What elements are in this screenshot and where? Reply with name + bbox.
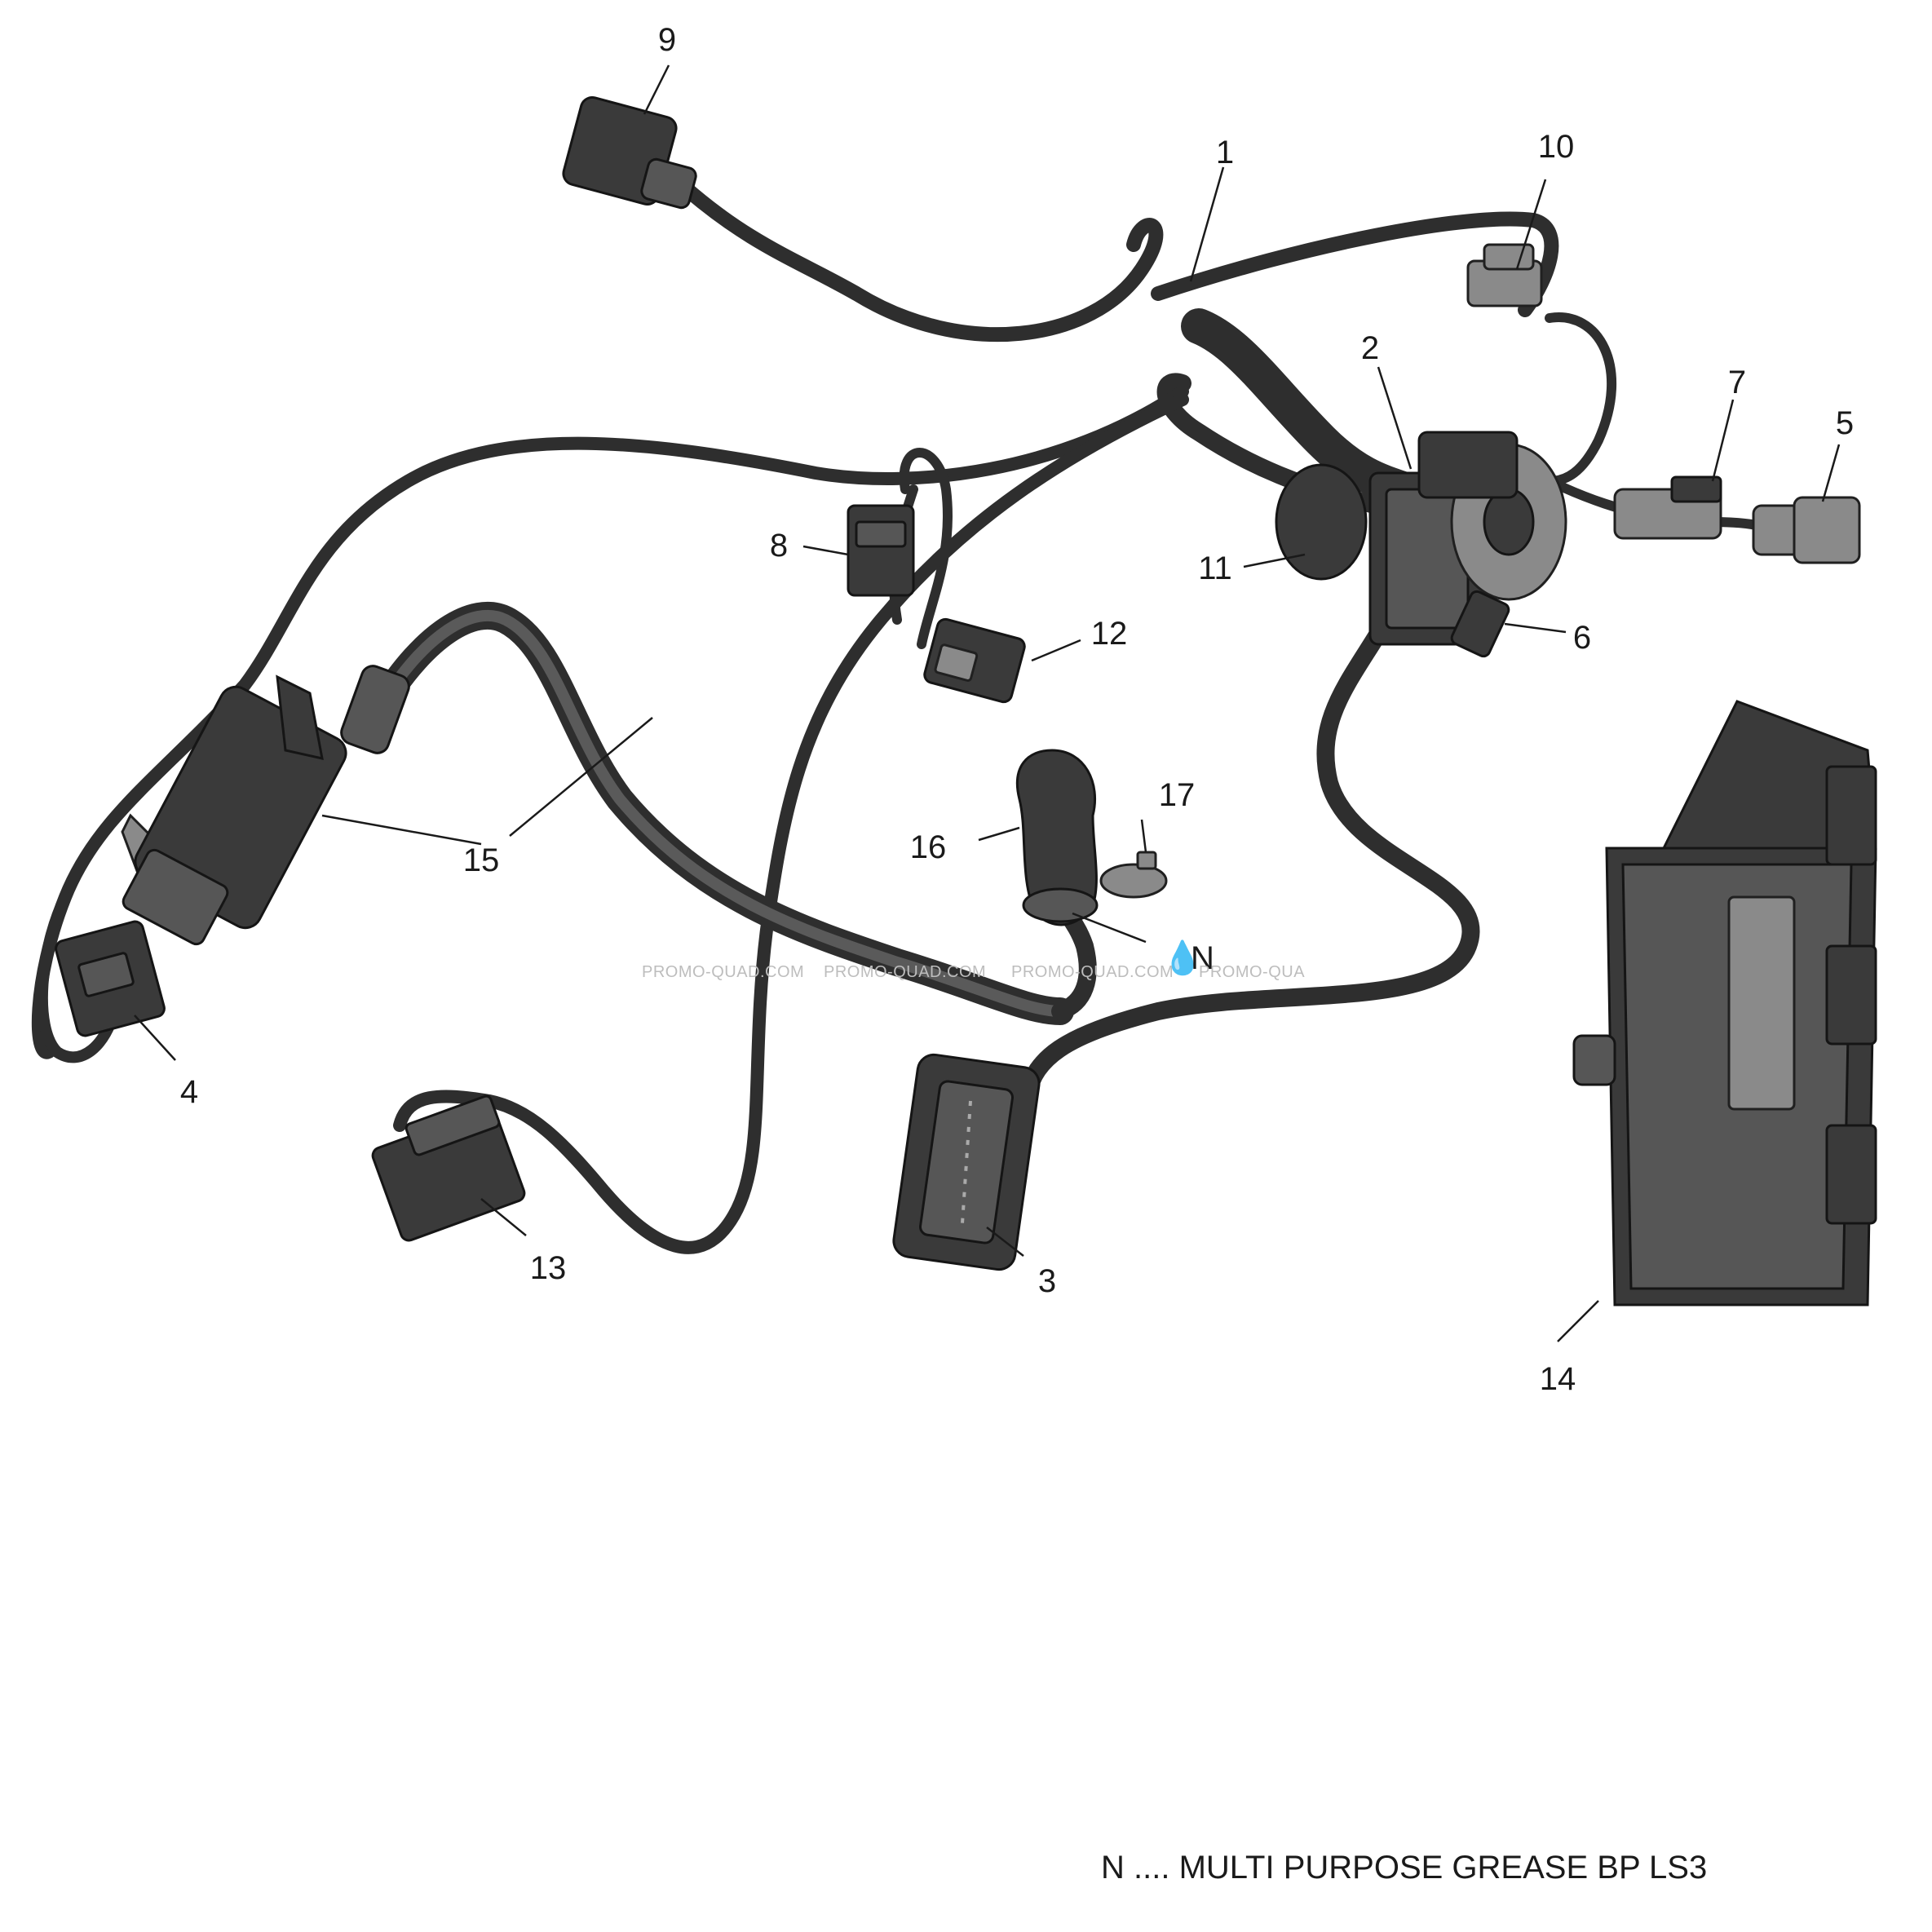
callout-17: 17 xyxy=(1159,777,1196,813)
callout-1: 1 xyxy=(1216,135,1234,170)
connector-5 xyxy=(1752,496,1861,564)
multi-pin-connector-2 xyxy=(1275,431,1567,646)
leader-lines xyxy=(134,64,1841,1342)
callout-5: 5 xyxy=(1836,405,1854,441)
connector-9 xyxy=(562,95,697,210)
watermarks: PROMO-QUAD.COM PROMO-QUAD.COM PROMO-QUAD… xyxy=(642,963,1305,981)
connector-10 xyxy=(1466,243,1543,307)
grease-marker-label: N xyxy=(1191,940,1214,976)
connector-4 xyxy=(55,920,166,1037)
footer-note: N .... MULTI PURPOSE GREASE BP LS3 xyxy=(1101,1850,1708,1886)
callout-10: 10 xyxy=(1538,129,1575,165)
watermark: PROMO-QUAD.COM xyxy=(642,963,804,981)
callout-14: 14 xyxy=(1540,1361,1576,1397)
callout-13: 13 xyxy=(530,1250,567,1286)
callout-3: 3 xyxy=(1038,1263,1056,1299)
callout-4: 4 xyxy=(180,1074,198,1110)
callout-11: 11 xyxy=(1198,550,1232,586)
watermark: PROMO-QUA xyxy=(1199,963,1305,981)
ecm-14 xyxy=(1572,700,1877,1306)
callout-2: 2 xyxy=(1361,330,1379,366)
callout-9: 9 xyxy=(658,22,676,58)
boot-16 xyxy=(1015,749,1099,926)
wire-bundle xyxy=(31,180,1799,1254)
callout-15: 15 xyxy=(463,842,500,878)
connector-3 xyxy=(892,1053,1041,1271)
callout-8: 8 xyxy=(770,528,788,564)
connector-8 xyxy=(847,504,915,597)
grease-marker: 💧 xyxy=(1162,939,1203,976)
callout-12: 12 xyxy=(1091,616,1128,652)
callout-7: 7 xyxy=(1728,365,1746,400)
connector-13 xyxy=(371,1094,526,1242)
watermark: PROMO-QUAD.COM xyxy=(824,963,986,981)
callout-16: 16 xyxy=(910,829,947,865)
connector-6 xyxy=(1450,590,1510,658)
connector-12 xyxy=(923,617,1026,704)
watermark: PROMO-QUAD.COM xyxy=(1011,963,1174,981)
ignition-coil-15 xyxy=(121,674,347,946)
callout-labels: 9 1 10 2 7 5 8 11 6 12 17 16 💧 N 15 4 13… xyxy=(180,22,1854,1397)
callout-6: 6 xyxy=(1573,620,1591,656)
connector-7 xyxy=(1613,475,1722,540)
clamp-17 xyxy=(1099,851,1168,899)
